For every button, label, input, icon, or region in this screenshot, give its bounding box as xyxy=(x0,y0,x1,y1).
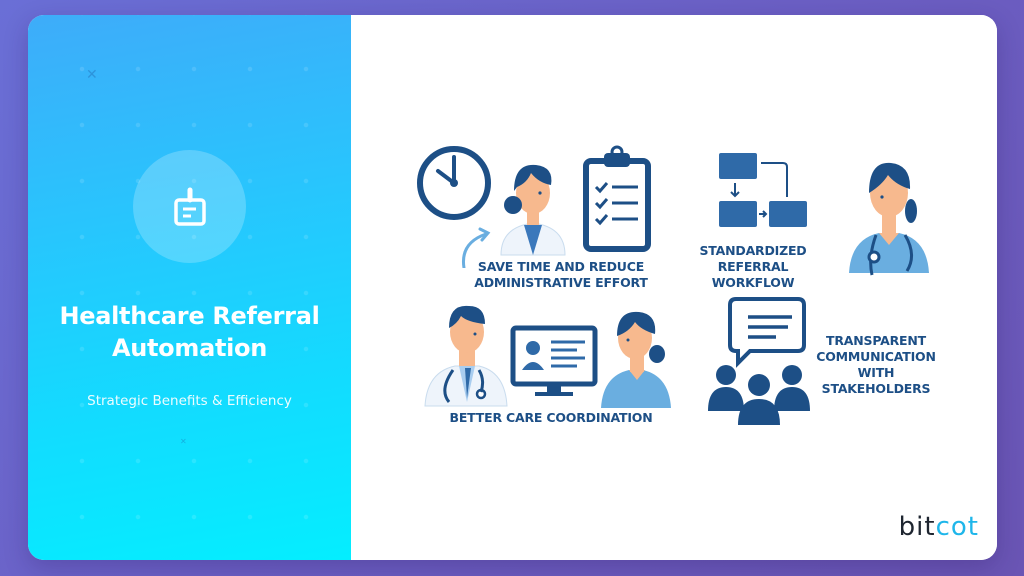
speech-bubble-icon xyxy=(728,297,806,368)
title-panel: ✕ ✕ Healthcare Referral Automation Strat… xyxy=(28,15,351,560)
workflow-diagram-icon xyxy=(719,153,807,227)
people-group-icon xyxy=(708,365,810,425)
nurse-stethoscope-icon xyxy=(849,162,929,276)
sparkle-icon: ✕ xyxy=(86,66,98,82)
slide-card: ✕ ✕ Healthcare Referral Automation Strat… xyxy=(28,15,997,560)
benefit-communication-label: TRANSPARENT COMMUNICATION WITH STAKEHOLD… xyxy=(816,333,936,396)
brand-logo: bitcot xyxy=(898,512,979,542)
title-icon-circle xyxy=(133,150,246,263)
benefit-save-time-label: SAVE TIME AND REDUCE ADMINISTRATIVE EFFO… xyxy=(474,259,648,290)
benefit-coordination-illustration xyxy=(424,305,671,408)
nurse-female-icon xyxy=(601,311,671,408)
benefit-coordination-label: BETTER CARE COORDINATION xyxy=(449,410,653,425)
benefit-workflow-illustration xyxy=(719,153,929,276)
benefits-panel: SAVE TIME AND REDUCE ADMINISTRATIVE EFFO… xyxy=(351,15,997,560)
sparkle-icon: ✕ xyxy=(180,437,187,446)
checklist-clipboard-icon xyxy=(583,145,651,252)
benefit-workflow-label: STANDARDIZED REFERRAL WORKFLOW xyxy=(699,243,807,290)
benefit-communication-illustration xyxy=(708,297,810,425)
doctor-female-icon xyxy=(500,164,566,256)
benefit-save-time-illustration xyxy=(417,145,651,268)
clock-icon xyxy=(417,146,491,220)
monitor-profile-icon xyxy=(510,325,598,396)
doctor-male-icon xyxy=(424,305,508,407)
slide-subtitle: Strategic Benefits & Efficiency xyxy=(87,393,292,409)
clipboard-document-icon xyxy=(173,187,206,226)
curved-arrow-icon xyxy=(461,227,491,268)
slide-title: Healthcare Referral Automation xyxy=(59,302,320,362)
decorative-dot-pattern xyxy=(28,15,351,560)
